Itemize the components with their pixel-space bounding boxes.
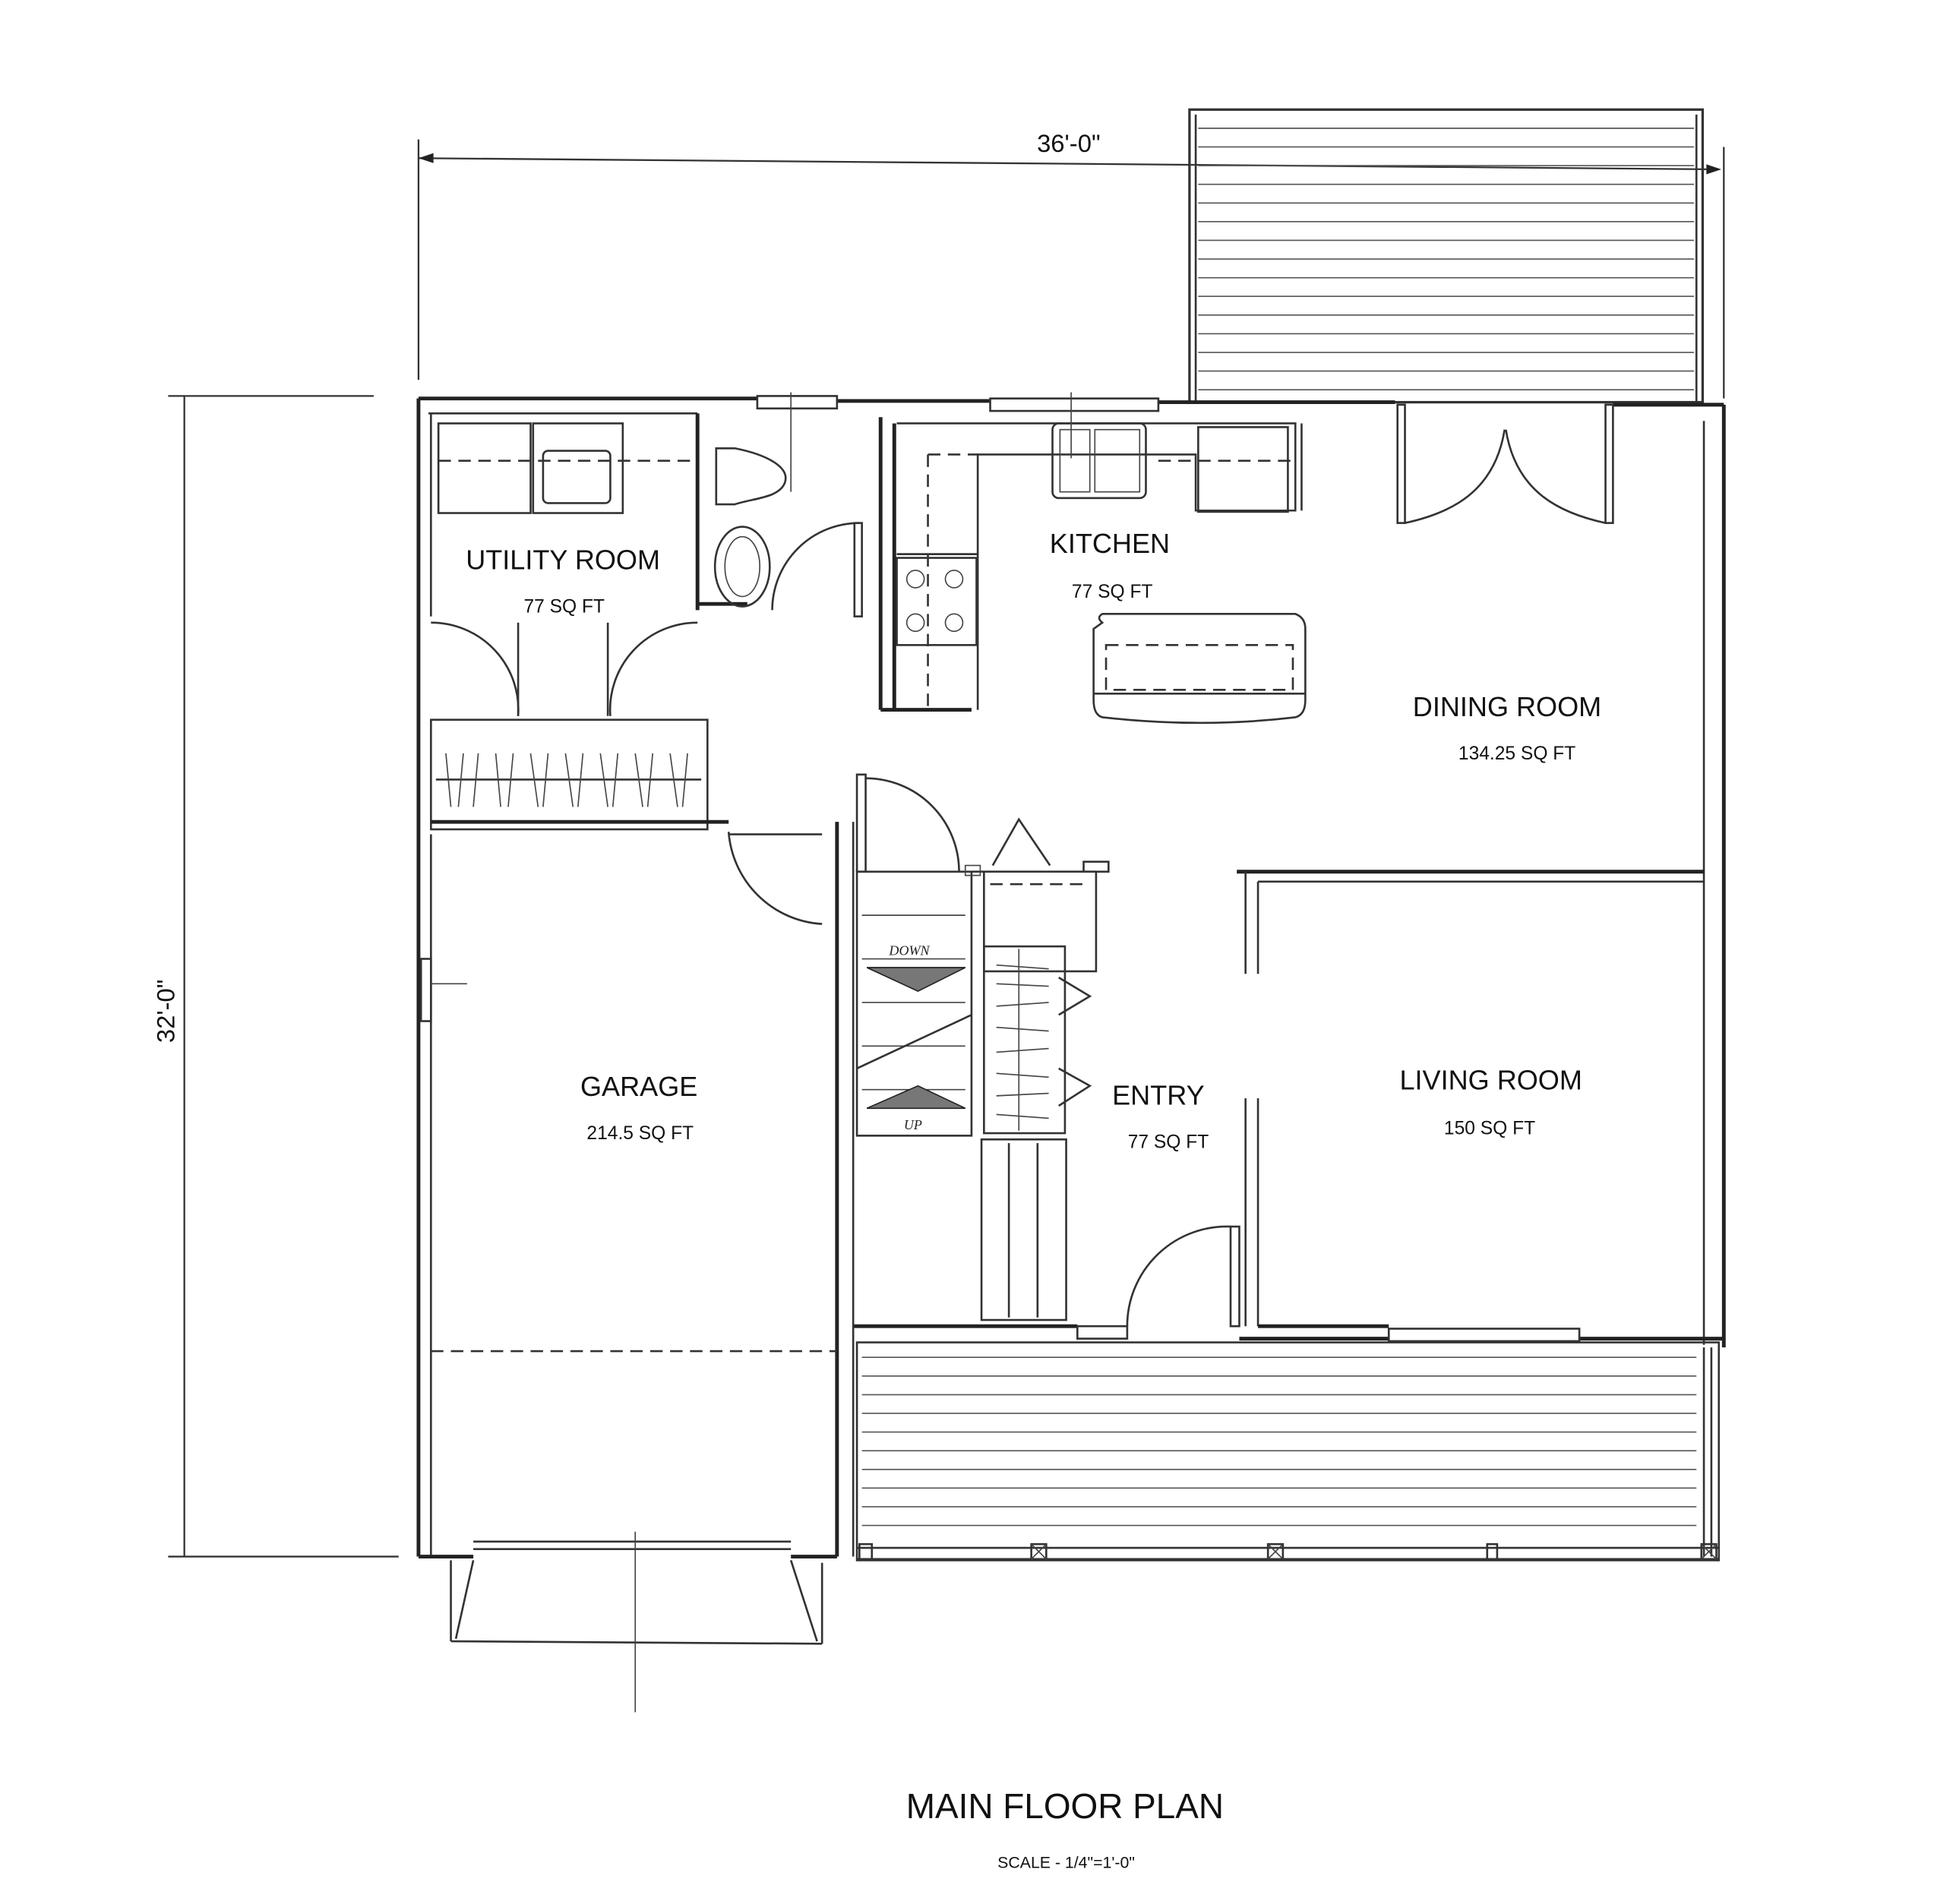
depth-dimension-label: 32'-0" [152, 980, 180, 1044]
room-name: DINING ROOM [1413, 691, 1601, 722]
stairs-up-label: UP [904, 1117, 922, 1132]
width-dimension: 36'-0" [417, 129, 1725, 399]
room-name: GARAGE [580, 1071, 697, 1102]
stairs-down-label: DOWN [888, 943, 930, 958]
room-area: 134.25 SQ FT [1458, 744, 1575, 764]
porch-post [1030, 1542, 1048, 1561]
kitchen-island [1092, 613, 1307, 725]
room-area: 150 SQ FT [1444, 1119, 1535, 1139]
porch-post [1700, 1542, 1718, 1561]
porch-post [1266, 1542, 1285, 1561]
garage-apron [450, 1531, 823, 1713]
room-name: UTILITY ROOM [466, 544, 660, 575]
dining-living-wall [1237, 870, 1705, 1328]
room-name: ENTRY [1112, 1079, 1205, 1110]
room-area: 214.5 SQ FT [586, 1123, 694, 1144]
dining-french-doors [1396, 403, 1614, 524]
room-label-garage: GARAGE 214.5 SQ FT [580, 1071, 697, 1144]
entry-closets [964, 817, 1110, 1135]
room-name: LIVING ROOM [1399, 1065, 1582, 1096]
room-label-utility: UTILITY ROOM 77 SQ FT [466, 544, 660, 617]
room-area: 77 SQ FT [1072, 582, 1153, 602]
kitchen-fixtures [880, 392, 1307, 725]
utility-room-fixtures [431, 413, 700, 716]
drawing-title: MAIN FLOOR PLAN [906, 1786, 1224, 1826]
room-label-entry: ENTRY 77 SQ FT [1112, 1079, 1209, 1152]
depth-dimension: 32'-0" [152, 395, 399, 1558]
room-label-living: LIVING ROOM 150 SQ FT [1399, 1065, 1582, 1139]
hall-closet [430, 718, 823, 925]
width-dimension-label: 36'-0" [1037, 129, 1101, 157]
room-label-kitchen: KITCHEN 77 SQ FT [1050, 528, 1170, 602]
rear-deck [1188, 108, 1705, 404]
front-door [1126, 1225, 1240, 1328]
front-porch [855, 1341, 1721, 1561]
staircase: DOWN UP [855, 773, 1067, 1321]
bathroom-fixtures [697, 392, 883, 710]
room-name: KITCHEN [1050, 528, 1170, 559]
exterior-walls [416, 395, 1726, 1559]
room-area: 77 SQ FT [1128, 1132, 1209, 1153]
room-area: 77 SQ FT [523, 597, 605, 617]
drawing-scale: SCALE - 1/4"=1'-0" [997, 1853, 1135, 1871]
room-label-dining: DINING ROOM 134.25 SQ FT [1413, 691, 1601, 764]
